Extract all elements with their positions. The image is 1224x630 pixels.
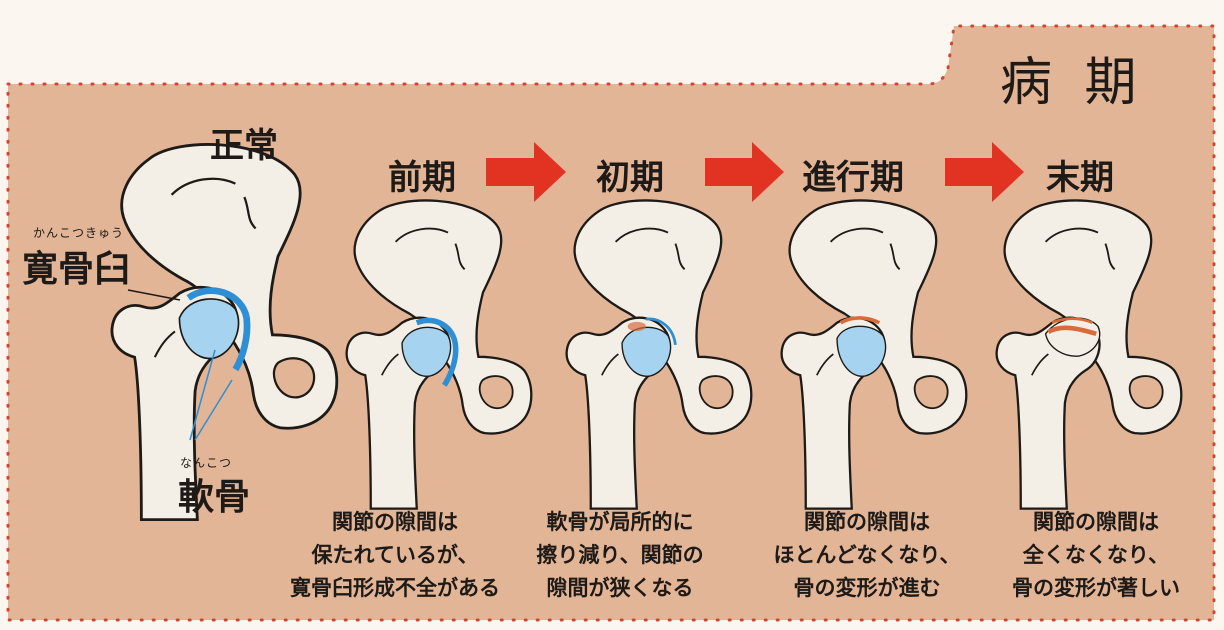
stage-2-line-3: 隙間が狭くなる [546,576,694,600]
arrow-1 [486,142,566,202]
stage-3-line-1: 関節の隙間は [804,510,930,534]
stage-1-line-2: 保たれているが、 [311,543,479,567]
stage-1-line-1: 関節の隙間は [332,510,458,534]
stage-3-line-3: 骨の変形が進む [793,576,941,600]
stage-4-line-2: 全くなくなり、 [1022,543,1170,567]
cartilage-label: 軟骨 [178,477,251,518]
normal-label: 正常 [210,126,278,166]
arrow-2 [705,142,784,202]
stage-2-label: 初期 [596,158,664,198]
stage-4-line-1: 関節の隙間は [1033,510,1159,534]
stage-3-label: 進行期 [802,158,904,198]
stage-4-line-3: 骨の変形が著しい [1012,576,1180,600]
stage-3-description: 関節の隙間は ほとんどなくなり、 骨の変形が進む [752,506,982,605]
stage-1-label: 前期 [388,158,456,198]
arrow-3 [945,142,1024,202]
stage-1-line-3: 寛骨臼形成不全がある [290,576,500,600]
diagram-title: 病 期 [1000,53,1145,113]
stage-2-line-2: 擦り減り、関節の [536,543,704,567]
acetabulum-ruby: かんこつきゅう [33,226,125,240]
stage-2-description: 軟骨が局所的に 擦り減り、関節の 隙間が狭くなる [505,506,735,605]
cartilage-ruby: なんこつ [180,456,233,470]
stage-3-line-2: ほとんどなくなり、 [773,543,961,567]
stage-2-hip [565,199,753,510]
acetabulum-leader [127,289,181,301]
stage-3-hip [780,199,968,510]
stage-1-hip [345,199,533,510]
stage-4-description: 関節の隙間は 全くなくなり、 骨の変形が著しい [986,506,1206,605]
stage-4-label: 末期 [1046,158,1114,198]
acetabulum-label: 寛骨臼 [22,249,131,290]
cartilage-leader-2 [194,379,233,441]
stage-4-hip [995,199,1183,510]
cartilage-leader-1 [189,349,216,441]
stage-2-line-1: 軟骨が局所的に [546,510,694,534]
stage-arrows [486,142,1024,202]
stage-1-description: 関節の隙間は 保たれているが、 寛骨臼形成不全がある [280,506,510,605]
normal-hip-illustration [110,143,339,521]
stage-panel [6,24,1216,622]
